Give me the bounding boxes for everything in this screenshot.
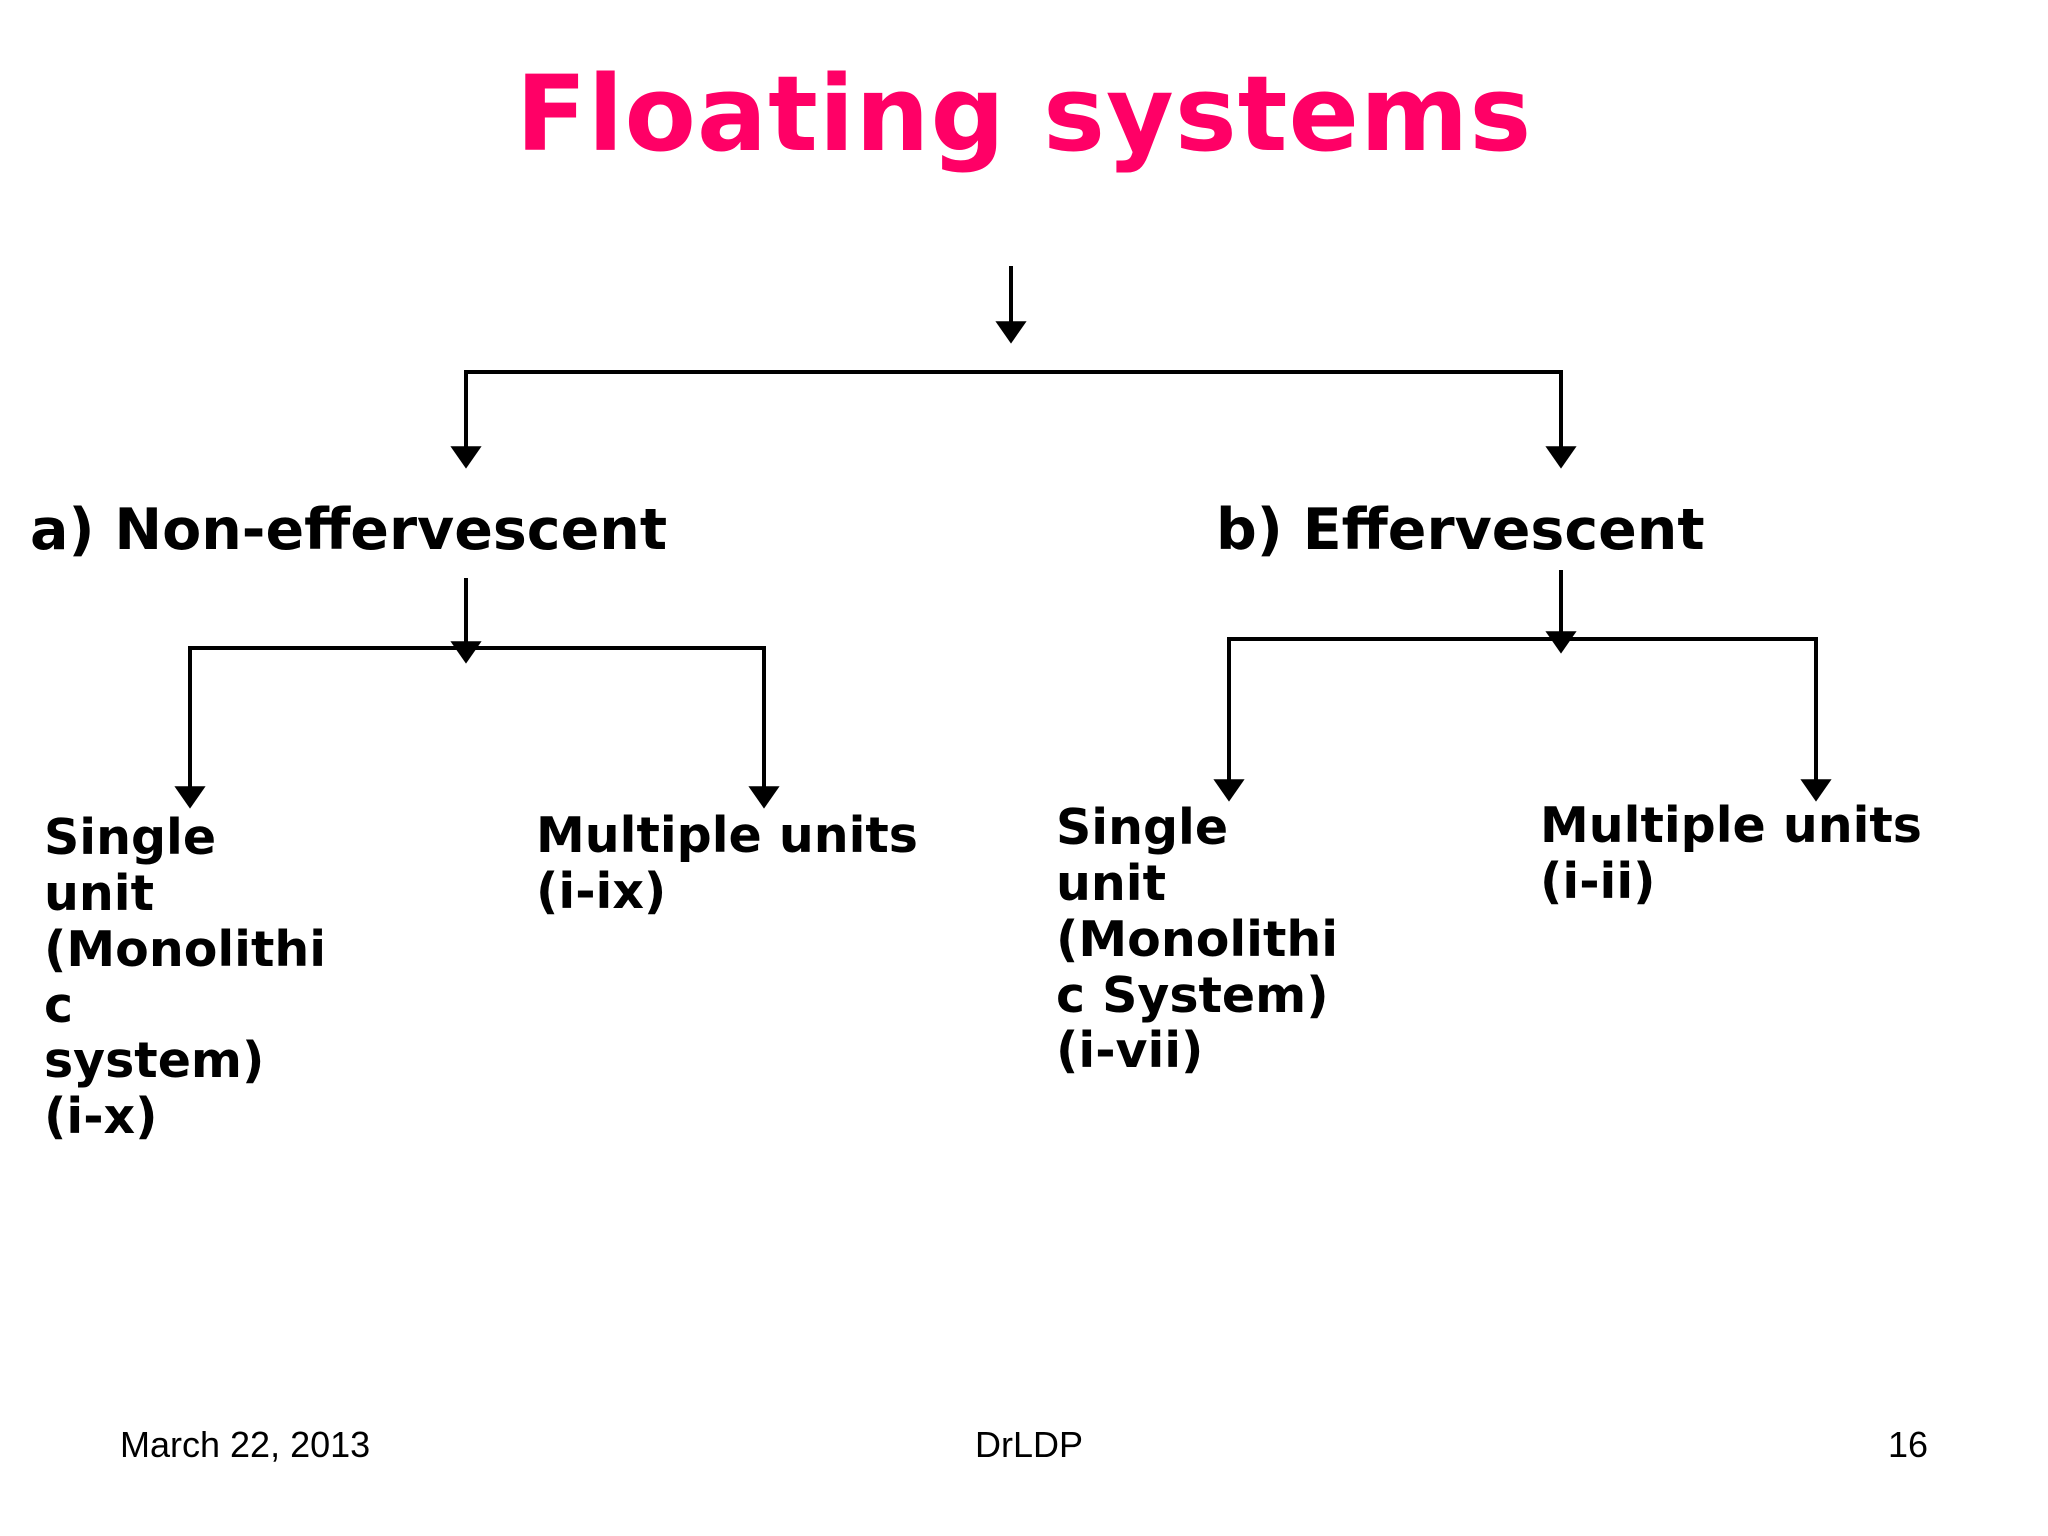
leaf-line: unit <box>1056 854 1166 912</box>
leaf-line: Multiple units <box>1540 797 1922 854</box>
page-title: Floating systems <box>515 53 1533 175</box>
leaf-line: Single <box>44 809 217 866</box>
footer-date: March 22, 2013 <box>120 1424 371 1465</box>
leaf-line: Multiple units <box>536 807 918 864</box>
leaf-b-multiple-units: Multiple units (i-ii) <box>1540 798 2030 910</box>
footer-page-number: 16 <box>1888 1424 1929 1465</box>
branch-label-non-effervescent: a) Non-effervescent <box>30 497 668 563</box>
leaf-line: (i-x) <box>44 1088 158 1146</box>
leaf-line: (i-ii) <box>1540 852 1656 910</box>
leaf-a-multiple-units: Multiple units (i-ix) <box>536 808 1006 920</box>
leaf-line: (Monolithi <box>1056 910 1339 968</box>
branch-label-effervescent: b) Effervescent <box>1216 497 1705 563</box>
footer-author: DrLDP <box>975 1424 1084 1465</box>
leaf-line: system) <box>44 1032 265 1090</box>
leaf-line: unit <box>44 864 154 922</box>
leaf-b-single-unit: Single unit (Monolithi c System) (i-vii) <box>1056 800 1456 1079</box>
leaf-line: Single <box>1056 799 1229 856</box>
leaf-a-single-unit: Single unit (Monolithi c system) (i-x) <box>44 810 444 1145</box>
leaf-line: c <box>44 976 74 1034</box>
leaf-line: c System) <box>1056 966 1329 1024</box>
leaf-line: (Monolithi <box>44 920 327 978</box>
leaf-line: (i-vii) <box>1056 1022 1204 1080</box>
leaf-line: (i-ix) <box>536 862 667 920</box>
